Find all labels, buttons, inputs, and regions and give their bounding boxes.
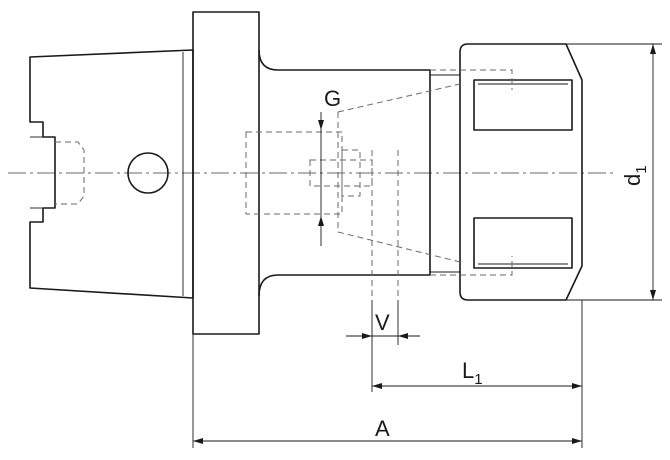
label-A: A bbox=[375, 416, 390, 441]
collet-nut bbox=[430, 43, 583, 301]
label-L1: L1 bbox=[462, 358, 483, 388]
flange bbox=[192, 11, 260, 335]
dimension-V bbox=[346, 300, 420, 345]
dimension-G bbox=[318, 112, 324, 246]
taper-shank bbox=[29, 49, 194, 299]
label-d1: d1 bbox=[620, 165, 650, 186]
hidden-bore bbox=[245, 69, 513, 300]
dimension-L1 bbox=[371, 300, 583, 448]
dimension-d1 bbox=[566, 43, 662, 301]
dimension-A bbox=[192, 334, 582, 448]
cross-hole bbox=[127, 152, 169, 194]
label-G: G bbox=[324, 86, 341, 111]
label-V: V bbox=[375, 310, 390, 335]
body-neck bbox=[258, 49, 431, 297]
